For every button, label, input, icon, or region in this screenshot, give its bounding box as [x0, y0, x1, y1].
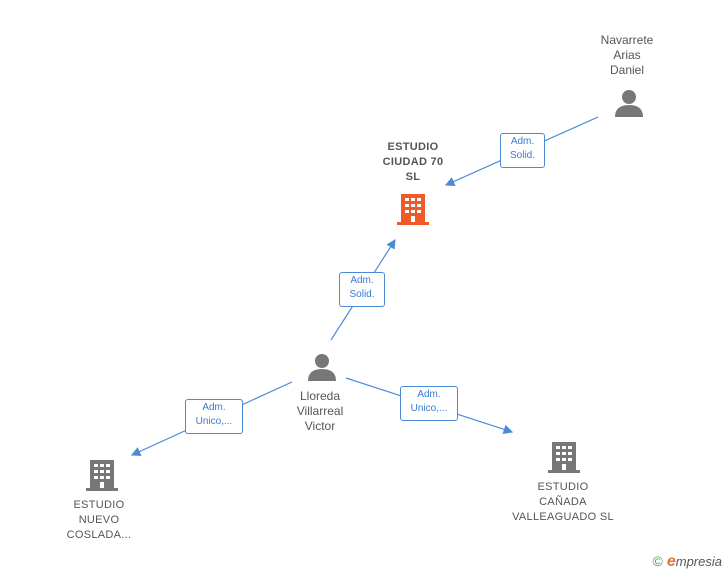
edge-label-lloreda-canada[interactable]: Adm. Unico,... — [400, 386, 458, 421]
person-icon[interactable] — [614, 88, 644, 118]
edge-label-navarrete-focus[interactable]: Adm. Solid. — [500, 133, 545, 168]
edge-label-line1: Adm. — [510, 136, 535, 147]
edge-label-lloreda-nuevo[interactable]: Adm. Unico,... — [185, 399, 243, 434]
edge-label-line2: Unico,... — [410, 403, 448, 414]
edge-label-line2: Unico,... — [195, 416, 233, 427]
building-icon[interactable] — [548, 440, 580, 474]
person-icon[interactable] — [307, 352, 337, 382]
edge-label-line2: Solid. — [509, 150, 535, 161]
building-icon[interactable] — [86, 458, 118, 492]
person-lloreda-label[interactable]: Lloreda Villarreal Victor — [296, 389, 344, 433]
brand-name: mpresia — [675, 554, 722, 569]
brand-e: e — [666, 553, 676, 570]
edge-label-line1: Adm. — [350, 275, 374, 286]
building-icon[interactable] — [397, 192, 429, 226]
edge-label-line1: Adm. — [417, 389, 441, 400]
focus-company-label[interactable]: ESTUDIO CIUDAD 70 SL — [382, 141, 444, 183]
person-navarrete-label[interactable]: Navarrete Arias Daniel — [600, 33, 654, 77]
edge-label-line2: Solid. — [349, 289, 375, 300]
edge-label-lloreda-focus[interactable]: Adm. Solid. — [339, 272, 385, 307]
company-nuevo-coslada-label[interactable]: ESTUDIO NUEVO COSLADA... — [66, 499, 132, 541]
copyright-icon: © — [652, 553, 663, 569]
company-canada-valleaguado-label[interactable]: ESTUDIO CAÑADA VALLEAGUADO SL — [512, 481, 614, 523]
edge-label-line1: Adm. — [202, 402, 226, 413]
brand-logo: ©empresia — [653, 553, 722, 571]
